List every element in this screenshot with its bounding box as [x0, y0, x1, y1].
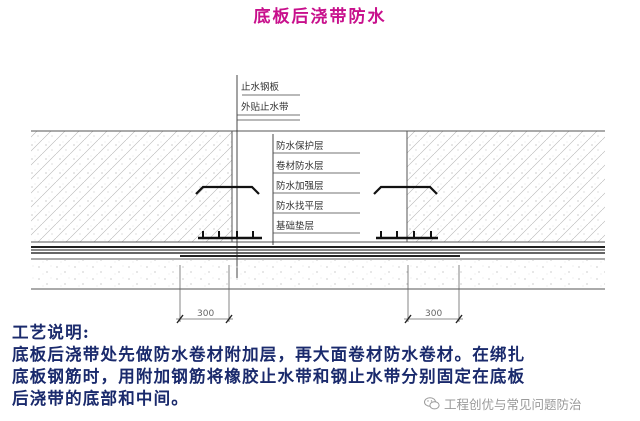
rubber-waterstop-right — [376, 231, 438, 240]
label-steel-waterstop: 止水钢板 — [241, 81, 280, 93]
description-line-2: 底板钢筋时，用附加钢筋将橡胶止水带和钢止水带分别固定在底板 — [12, 367, 526, 386]
description-heading: 工艺说明: — [12, 323, 91, 342]
description-line-3: 后浇带的底部和中间。 — [12, 389, 189, 408]
label-reinforcement-layer: 防水加强层 — [276, 180, 324, 192]
waterproof-layers — [31, 246, 605, 260]
rubber-waterstop-left — [198, 231, 262, 240]
description-line-1: 底板后浇带处先做防水卷材附加层，再大面卷材防水卷材。在绑扎 — [12, 345, 526, 364]
layer-label-lines — [273, 152, 360, 234]
label-membrane-layer: 卷材防水层 — [276, 160, 324, 172]
dimension-left — [176, 265, 233, 324]
dimension-right — [404, 265, 463, 324]
steel-waterstop-left — [195, 185, 260, 195]
page-title: 底板后浇带防水 — [253, 7, 387, 27]
watermark: 工程创优与常见问题防治 — [424, 394, 582, 413]
watermark-text: 工程创优与常见问题防治 — [444, 397, 582, 412]
base-cushion-layer — [31, 260, 605, 290]
label-base-cushion: 基础垫层 — [276, 220, 314, 232]
dimension-left-value: 300 — [197, 309, 214, 319]
label-leveling-layer: 防水找平层 — [276, 200, 324, 212]
label-external-waterstop: 外贴止水带 — [241, 101, 289, 113]
wechat-icon — [424, 397, 440, 410]
left-concrete-slab — [31, 130, 232, 243]
process-description: 工艺说明: 底板后浇带处先做防水卷材附加层，再大面卷材防水卷材。在绑扎 底板钢筋… — [12, 322, 632, 410]
right-concrete-slab — [407, 130, 605, 243]
dimension-right-value: 300 — [425, 309, 442, 319]
label-protection-layer: 防水保护层 — [276, 140, 324, 152]
steel-waterstop-right — [373, 185, 438, 195]
